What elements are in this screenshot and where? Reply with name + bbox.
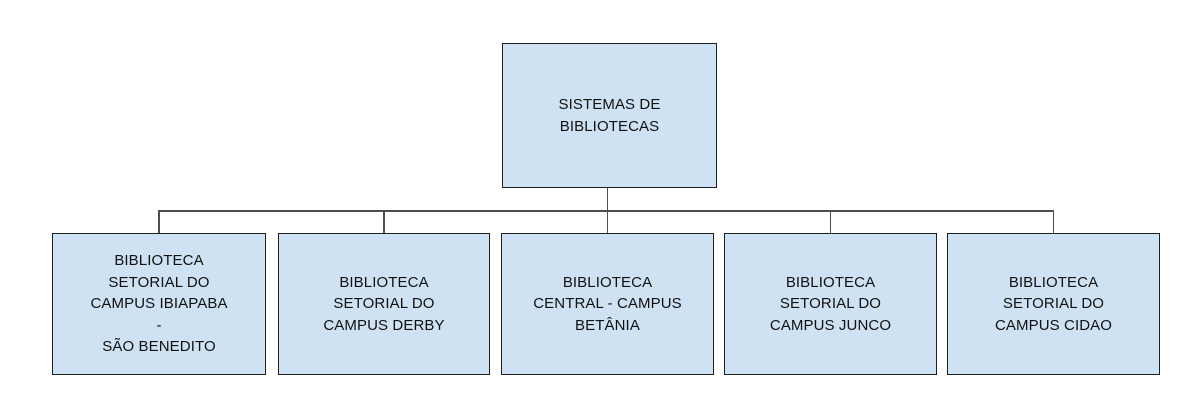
- org-node-label: BIBLIOTECA SETORIAL DO CAMPUS JUNCO: [769, 273, 892, 334]
- org-node-sistemas-de-bibliotecas: SISTEMAS DE BIBLIOTECAS: [502, 43, 717, 188]
- org-node-label: SISTEMAS DE BIBLIOTECAS: [558, 96, 661, 135]
- connector-stub-junco: [829, 210, 832, 233]
- org-node-central-campus-betania: BIBLIOTECA CENTRAL - CAMPUS BETÂNIA: [501, 233, 714, 375]
- org-node-campus-derby: BIBLIOTECA SETORIAL DO CAMPUS DERBY: [278, 233, 490, 375]
- connector-stub-ibiapaba: [158, 210, 160, 233]
- org-node-label: BIBLIOTECA SETORIAL DO CAMPUS DERBY: [323, 273, 445, 334]
- org-node-campus-junco: BIBLIOTECA SETORIAL DO CAMPUS JUNCO: [724, 233, 937, 375]
- connector-stub-derby: [383, 210, 385, 233]
- org-node-campus-cidao: BIBLIOTECA SETORIAL DO CAMPUS CIDAO: [947, 233, 1160, 375]
- org-node-label: BIBLIOTECA CENTRAL - CAMPUS BETÂNIA: [533, 273, 682, 334]
- connector-stub-cidao: [1052, 210, 1055, 233]
- org-node-campus-ibiapaba-sao-benedito: BIBLIOTECA SETORIAL DO CAMPUS IBIAPABA -…: [52, 233, 266, 375]
- org-node-label: BIBLIOTECA SETORIAL DO CAMPUS CIDAO: [994, 273, 1113, 334]
- org-node-label: BIBLIOTECA SETORIAL DO CAMPUS IBIAPABA -…: [90, 252, 228, 356]
- connector-horizontal-rail: [158, 210, 1055, 212]
